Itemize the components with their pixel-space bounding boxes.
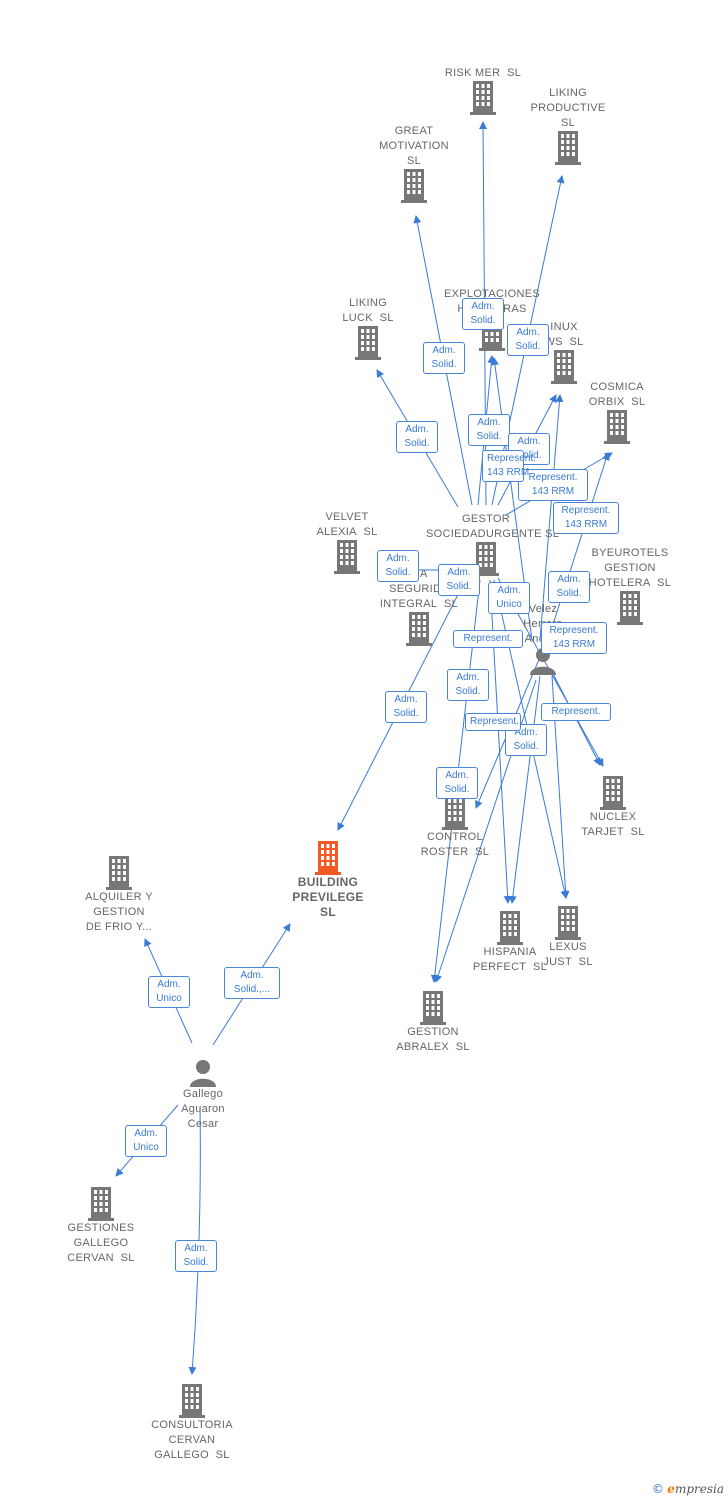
building-icon: [334, 540, 360, 574]
edge-person2-hispania: [508, 675, 541, 904]
edge-label: Adm.Solid.: [505, 724, 547, 756]
building-icon: [473, 542, 499, 576]
edge-label: Adm.Solid.: [438, 564, 480, 596]
edge-person2-cosmica: [547, 452, 610, 641]
building-icon: [406, 612, 432, 646]
edge-label: Represent.: [541, 703, 611, 721]
edge-label: Adm.Solid.: [462, 298, 504, 330]
edge-label: Represent.143 RRM: [541, 622, 607, 654]
edge-label: Adm.Solid.: [175, 1240, 217, 1272]
edge-label: Adm.Solid.: [548, 571, 590, 603]
building-icon: [497, 911, 523, 945]
building-icon: [551, 350, 577, 384]
edge-label: Adm.Solid.: [385, 691, 427, 723]
brand-logo: empresia: [667, 1482, 724, 1496]
edge-label: Represent.: [465, 713, 521, 731]
building-icon: [604, 410, 630, 444]
edge-label: Adm.Solid.: [468, 414, 510, 446]
edge-label: Represent.143 RRM: [553, 502, 619, 534]
edge-label: Adm.Unico: [148, 976, 190, 1008]
edge-label: Adm.Unico: [488, 582, 530, 614]
edge-label: Adm.Solid.: [396, 421, 438, 453]
edge-label: Adm.Solid.: [447, 669, 489, 701]
edge-label: Adm.Solid.: [377, 550, 419, 582]
edge-person2-inux: [539, 394, 564, 641]
building-icon: [442, 796, 468, 830]
building-icon: [179, 1384, 205, 1418]
edge-label: Represent.: [453, 630, 523, 648]
edge-gestor-hispania: [489, 579, 512, 904]
edge-label: Adm.Solid.: [507, 324, 549, 356]
edge-person2-abralex: [434, 679, 537, 983]
building-icon: [106, 856, 132, 890]
building-icon: [470, 81, 496, 115]
building-icon: [420, 991, 446, 1025]
building-icon: [555, 906, 581, 940]
building-icon: [88, 1187, 114, 1221]
person-icon: [190, 1060, 216, 1087]
edge-label: Adm.Solid.: [423, 342, 465, 374]
building-icon: [617, 591, 643, 625]
copyright-icon: ©: [651, 1482, 664, 1496]
edge-label: Represent.143 RRM: [518, 469, 588, 501]
building-icon: [555, 131, 581, 165]
edge-label: Represent.143 RRM: [482, 450, 536, 482]
edge-label: Adm.Unico: [125, 1125, 167, 1157]
building-icon: [315, 841, 341, 875]
edge-label: Adm.Solid.,...: [224, 967, 280, 999]
node-label: RISK MER SL: [444, 67, 522, 79]
edge-label: Adm.Solid.: [508, 433, 550, 465]
building-icon: [600, 776, 626, 810]
building-icon: [355, 326, 381, 360]
node-risk[interactable]: RISK MER SL: [423, 66, 543, 115]
building-icon: [401, 169, 427, 203]
edge-label: Adm.Solid.: [436, 767, 478, 799]
footer-brand: © empresia: [652, 1482, 724, 1496]
